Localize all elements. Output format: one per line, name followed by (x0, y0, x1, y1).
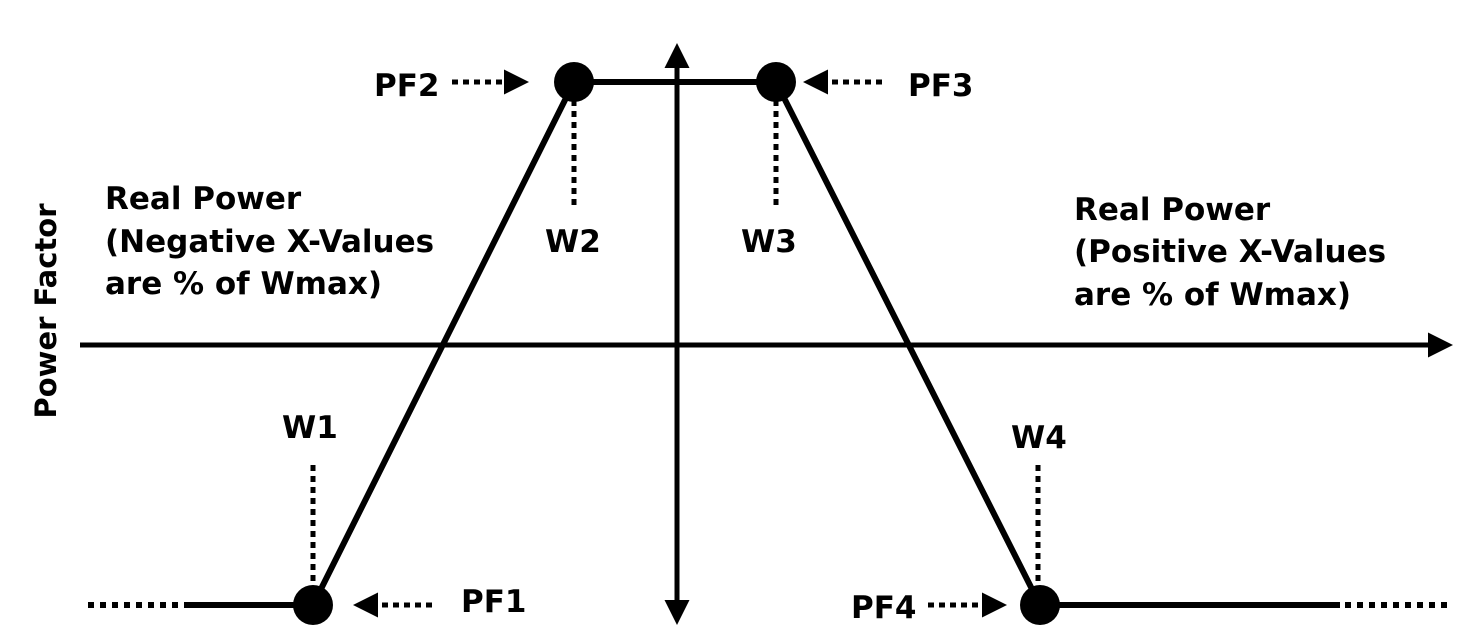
pf1-label: PF1 (461, 584, 526, 620)
pf-curve (185, 79, 1340, 608)
w2-label: W2 (545, 224, 601, 260)
left-region-text: Real Power (Negative X-Values are % of W… (105, 181, 434, 302)
pf2-label: PF2 (374, 68, 439, 104)
left-region-line-1: Real Power (105, 181, 302, 217)
w4-label: W4 (1011, 420, 1067, 456)
pf4-point (1020, 585, 1060, 625)
left-region-line-3: are % of Wmax) (105, 266, 382, 302)
right-region-line-2: (Positive X-Values (1074, 234, 1386, 270)
pf4-label: PF4 (851, 590, 916, 626)
right-region-line-1: Real Power (1074, 192, 1271, 228)
right-region-text: Real Power (Positive X-Values are % of W… (1074, 192, 1386, 313)
y-axis-label: Power Factor (29, 203, 63, 419)
w3-label: W3 (741, 224, 797, 260)
right-region-line-3: are % of Wmax) (1074, 277, 1351, 313)
pf2-point (554, 62, 594, 102)
w1-label: W1 (282, 410, 338, 446)
pf3-point (756, 62, 796, 102)
left-region-line-2: (Negative X-Values (105, 224, 434, 260)
pf1-point (293, 585, 333, 625)
pf3-label: PF3 (908, 68, 973, 104)
